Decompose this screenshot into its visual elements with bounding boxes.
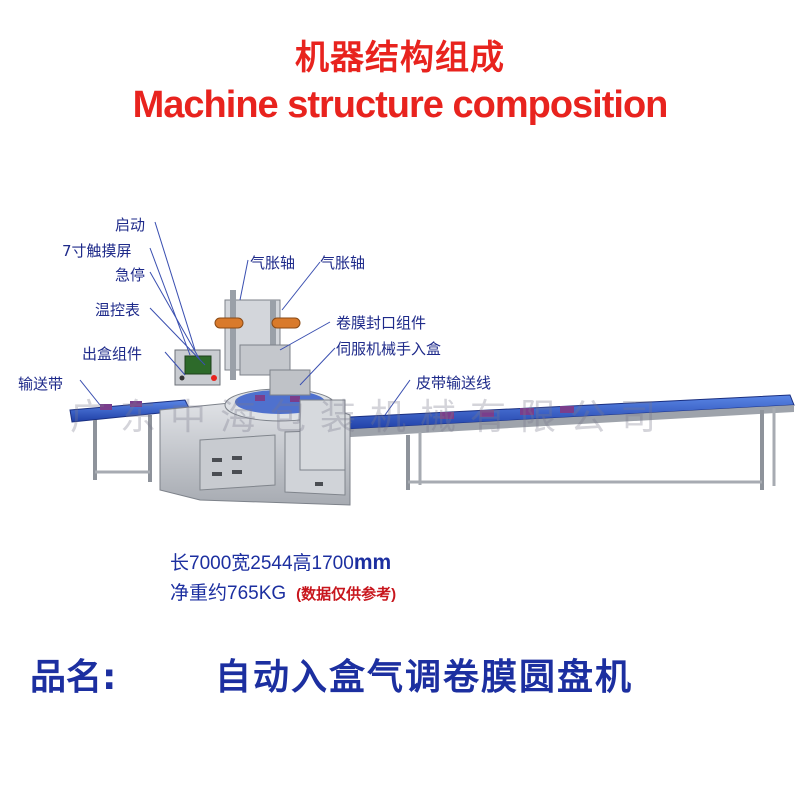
callout-lines (79, 221, 411, 416)
spec-weight-value: 净重约765KG (170, 583, 287, 604)
machine-diagram (69, 221, 795, 506)
label-servo-boxing: 伺服机械手入盒 (336, 340, 442, 358)
servo-boxing-unit (269, 369, 346, 471)
title-english: Machine structure composition (132, 84, 669, 126)
label-box-out: 出盒组件 (82, 345, 143, 363)
product-name: 自动入盒气调卷膜圆盘机 (215, 657, 634, 698)
title-chinese: 机器结构组成 (295, 38, 505, 78)
label-conveyor: 输送带 (18, 375, 64, 393)
label-touchscreen: 7寸触摸屏 (62, 242, 132, 260)
label-air-shaft-1: 气胀轴 (250, 254, 296, 272)
label-film-seal: 卷膜封口组件 (336, 314, 427, 332)
spec-unit: mm (353, 551, 392, 574)
label-air-shaft-2: 气胀轴 (320, 254, 366, 272)
film-roll-frame (214, 290, 301, 380)
spec-dimensions-value: 长7000宽2544高1700 (170, 553, 354, 574)
label-temp-controller: 温控表 (95, 301, 141, 319)
label-estop: 急停 (115, 266, 146, 284)
belt-conveyor-left (69, 399, 191, 482)
label-belt-conveyor: 皮带输送线 (416, 374, 492, 392)
spec-weight: 净重约765KG (数据仅供参考) (170, 578, 396, 605)
spec-dimensions: 长7000宽2544高1700mm (170, 548, 391, 575)
belt-conveyor-right (329, 394, 795, 490)
spec-note: (数据仅供参考) (296, 586, 397, 603)
label-start: 启动 (115, 216, 146, 234)
product-label: 品名: (30, 657, 117, 698)
